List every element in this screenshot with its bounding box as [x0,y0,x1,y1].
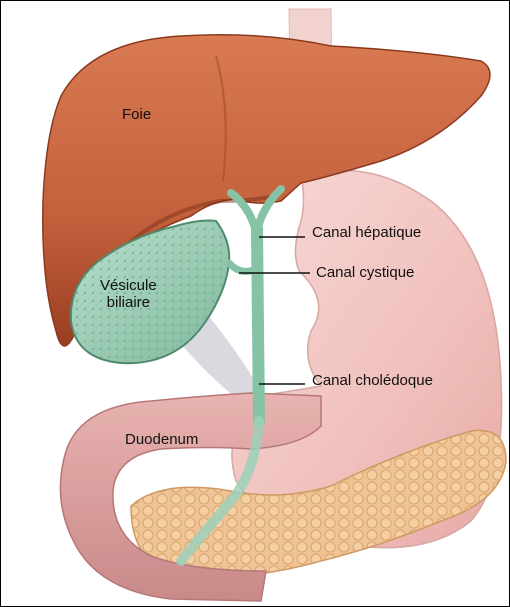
label-gallbladder: Vésicule biliaire [100,278,157,311]
label-gallbladder-line1: Vésicule [100,278,157,295]
label-liver: Foie [122,107,151,124]
label-hepatic-duct: Canal hépatique [312,225,421,242]
label-cystic-duct: Canal cystique [316,265,414,282]
label-gallbladder-line2: biliaire [100,295,157,312]
label-duodenum: Duodenum [125,432,198,449]
label-common-bile-duct: Canal cholédoque [312,373,433,390]
